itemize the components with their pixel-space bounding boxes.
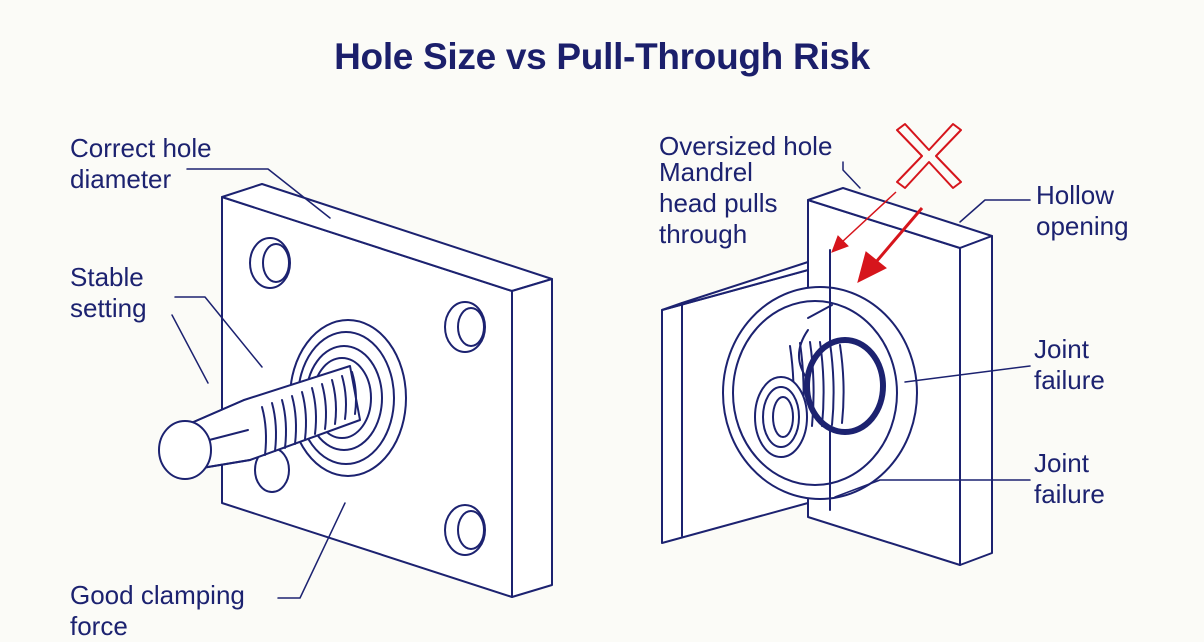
label-stable-setting: Stable setting: [70, 262, 147, 323]
rivet-shank: [158, 365, 361, 480]
right-leader-lines: [834, 161, 1031, 498]
correct-plate-holes: [249, 237, 486, 556]
label-oversized-hole: Oversized hole: [659, 131, 833, 161]
pulled-rivet: [754, 337, 886, 458]
page-title: Hole Size vs Pull-Through Risk: [334, 36, 870, 77]
label-joint-failure-1: Joint failure: [1034, 334, 1105, 395]
pull-through-arrows: [831, 191, 924, 283]
label-good-clamping: Good clamping force: [70, 580, 245, 641]
label-hollow-opening: Hollow opening: [1036, 180, 1129, 241]
label-correct-hole: Correct hole diameter: [70, 133, 212, 194]
x-mark-icon: [896, 123, 962, 189]
left-leader-lines: [171, 168, 346, 599]
label-joint-failure-2: Joint failure: [1034, 448, 1105, 509]
label-mandrel-pull: Mandrel head pulls through: [659, 157, 778, 249]
